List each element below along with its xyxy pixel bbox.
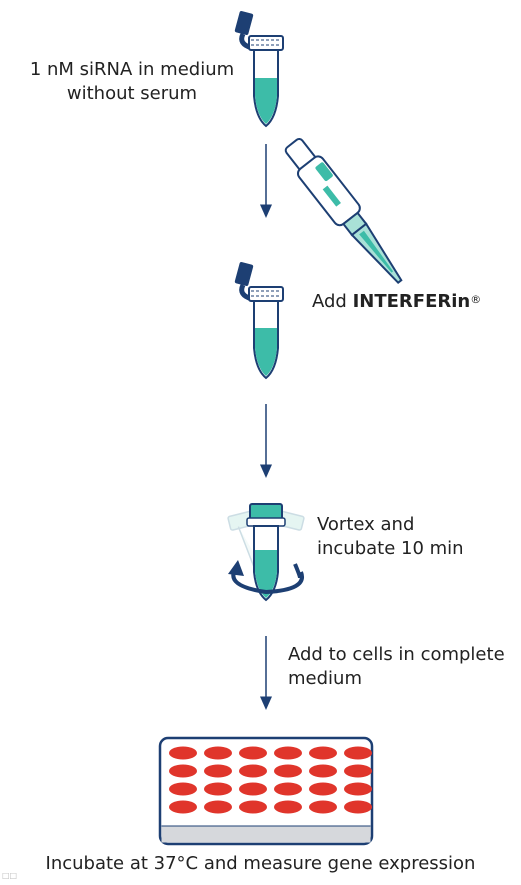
well — [309, 764, 337, 778]
well — [239, 746, 267, 760]
step1-line2: without serum — [66, 83, 198, 104]
well-grid — [169, 746, 372, 814]
step1-label: 1 nM siRNA in medium without serum — [14, 58, 250, 106]
well — [344, 746, 372, 760]
well — [344, 764, 372, 778]
well — [344, 800, 372, 814]
well — [169, 800, 197, 814]
well — [204, 800, 232, 814]
rotation-arrow-icon — [228, 560, 304, 595]
watermark: □□ — [2, 871, 18, 880]
well — [274, 764, 302, 778]
well — [239, 764, 267, 778]
step2-prefix: Add — [312, 291, 353, 312]
step5-label: Incubate at 37°C and measure gene expres… — [45, 853, 476, 874]
well — [204, 782, 232, 796]
step1-line1: 1 nM siRNA in medium — [29, 59, 235, 80]
pipette-icon — [284, 137, 403, 285]
step2-reagent: INTERFERin — [352, 291, 471, 312]
well — [204, 746, 232, 760]
well — [169, 764, 197, 778]
step3-line2: incubate 10 min — [317, 538, 464, 559]
tube-icon — [234, 11, 284, 128]
step4-line2: medium — [288, 668, 362, 689]
well — [169, 782, 197, 796]
well — [309, 746, 337, 760]
step3-label: Vortex and incubate 10 min — [317, 513, 464, 561]
well — [344, 782, 372, 796]
well — [309, 800, 337, 814]
well — [169, 746, 197, 760]
well — [204, 764, 232, 778]
tube-icon — [234, 262, 284, 380]
step2-label: Add INTERFERin® — [312, 290, 481, 314]
step4-label: Add to cells in complete medium — [288, 643, 505, 691]
well-plate-icon — [158, 736, 374, 846]
well — [309, 782, 337, 796]
well — [239, 800, 267, 814]
well — [239, 782, 267, 796]
step3-line1: Vortex and — [317, 514, 415, 535]
step4-line1: Add to cells in complete — [288, 644, 505, 665]
step2-registered-mark: ® — [470, 293, 482, 306]
well — [274, 746, 302, 760]
well — [274, 800, 302, 814]
well — [274, 782, 302, 796]
